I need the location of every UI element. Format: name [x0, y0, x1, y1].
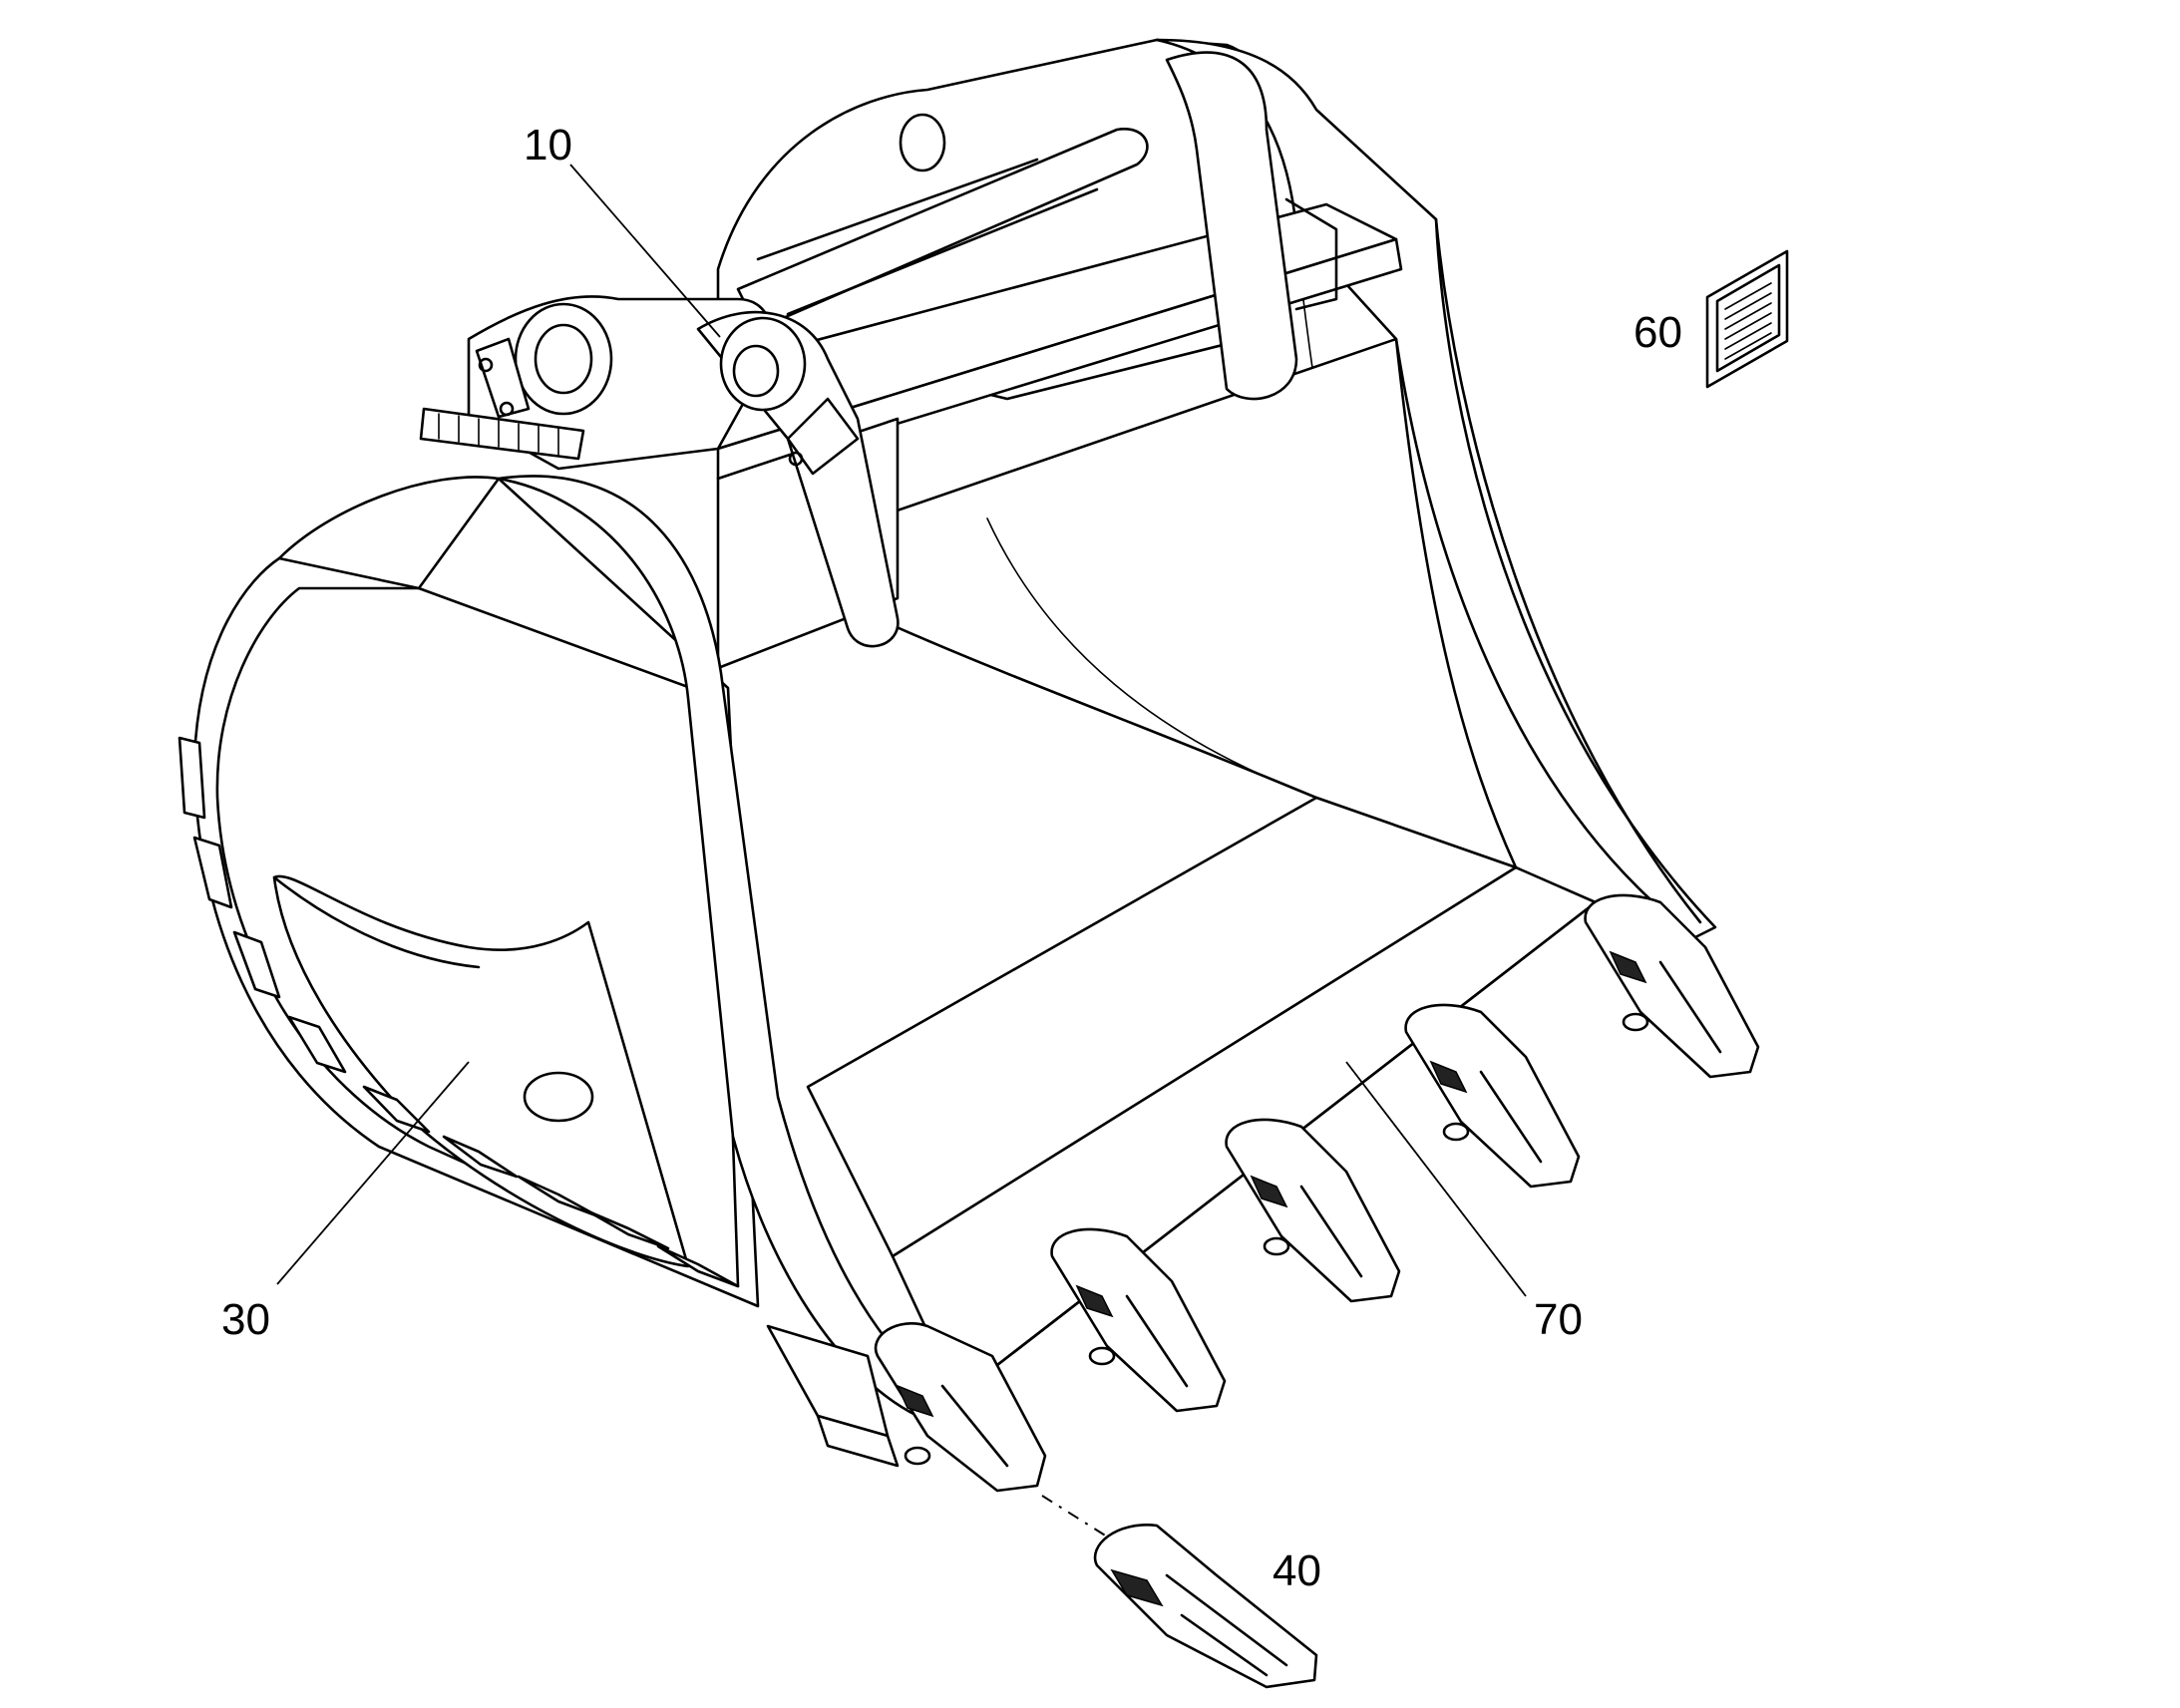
left-side-shell [192, 476, 760, 1308]
tooth-3 [1225, 1118, 1401, 1303]
tooth-2 [1050, 1227, 1227, 1413]
detached-tooth [1041, 1495, 1318, 1689]
callout-60: 60 [1634, 308, 1682, 357]
callout-30: 30 [221, 1295, 270, 1344]
callout-10: 10 [524, 121, 572, 170]
document-icon [1705, 249, 1789, 389]
hinge-pin [736, 128, 1149, 331]
tooth-4 [1404, 1003, 1581, 1189]
right-ear-bracket [1165, 51, 1338, 401]
corner-adapter-block [766, 1324, 900, 1468]
bucket-teeth [874, 893, 1760, 1493]
tooth-corner-right [1584, 893, 1760, 1079]
leader-lines [276, 164, 1527, 1297]
callout-40: 40 [1272, 1546, 1321, 1595]
label-decal-strip [419, 407, 585, 461]
callout-70: 70 [1534, 1295, 1583, 1344]
tooth-corner-left [874, 1322, 1047, 1493]
wear-strips [178, 736, 740, 1288]
